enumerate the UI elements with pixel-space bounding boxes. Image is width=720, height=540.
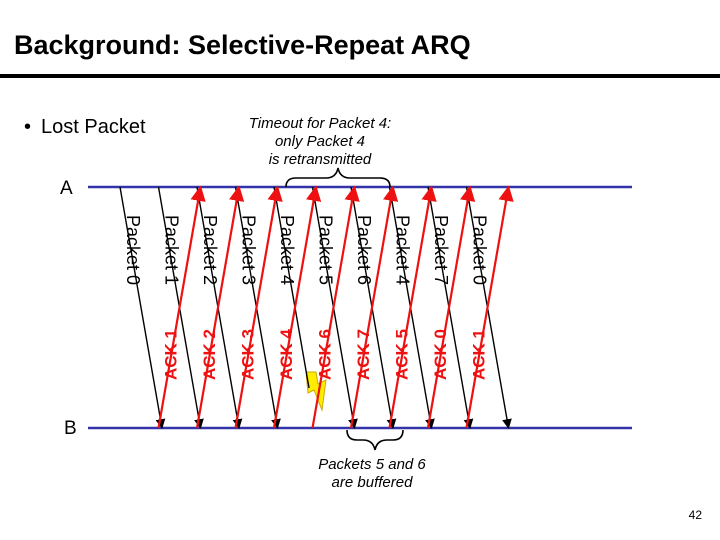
packet-label: Packet 3 bbox=[239, 215, 259, 285]
ack-label: ACK 4 bbox=[277, 328, 296, 380]
bullet-text: Lost Packet bbox=[41, 116, 146, 138]
ack-label: ACK 2 bbox=[200, 329, 219, 380]
ack-arrow bbox=[465, 185, 514, 429]
slide-title: Background: Selective-Repeat ARQ bbox=[14, 30, 471, 60]
packet-label: Packet 4 bbox=[393, 215, 413, 285]
buffered-note: Packets 5 and 6 are buffered bbox=[272, 456, 472, 492]
packet-label: Packet 1 bbox=[162, 215, 182, 285]
bullet-marker: • bbox=[24, 116, 32, 138]
packet-arrow bbox=[119, 186, 166, 429]
timeout-note-line-2: only Packet 4 bbox=[274, 133, 366, 150]
ack-arrow bbox=[157, 185, 206, 429]
packet-label: Packet 0 bbox=[470, 215, 490, 285]
ack-arrow bbox=[349, 185, 399, 429]
page-number: 42 bbox=[688, 508, 702, 522]
title-divider bbox=[0, 74, 720, 78]
ack-arrow bbox=[311, 185, 360, 429]
ack-label: ACK 1 bbox=[470, 329, 489, 380]
ack-arrow bbox=[195, 185, 245, 429]
packet-label: Packet 6 bbox=[354, 215, 374, 285]
ack-label: ACK 1 bbox=[162, 329, 181, 380]
timeout-note-line-1: Timeout for Packet 4: bbox=[248, 115, 392, 132]
packet-label: Packet 2 bbox=[200, 215, 220, 285]
packet-label: Packet 0 bbox=[123, 215, 143, 285]
ack-label: ACK 7 bbox=[354, 329, 373, 380]
buffered-note-line-2: are buffered bbox=[331, 474, 413, 491]
ack-label: ACK 3 bbox=[239, 329, 258, 380]
lightning-bolt-icon bbox=[305, 371, 327, 412]
ack-arrow bbox=[272, 185, 322, 429]
bullet-item: • Lost Packet bbox=[24, 116, 146, 139]
packet-arrow bbox=[273, 186, 310, 389]
ack-label: ACK 0 bbox=[431, 329, 450, 380]
packet-label: Packet 5 bbox=[316, 215, 336, 285]
ack-arrow bbox=[426, 185, 476, 429]
sender-label: A bbox=[60, 178, 73, 199]
ack-label: ACK 5 bbox=[393, 329, 412, 380]
packet-label: Packet 4 bbox=[277, 215, 297, 285]
packet-label: Packet 7 bbox=[431, 215, 451, 285]
timeout-note-line-3: is retransmitted bbox=[268, 151, 372, 168]
receiver-label: B bbox=[64, 418, 77, 439]
ack-arrow bbox=[388, 185, 437, 429]
buffered-brace bbox=[346, 429, 404, 451]
timeout-note: Timeout for Packet 4: only Packet 4 is r… bbox=[220, 115, 420, 169]
buffered-note-line-1: Packets 5 and 6 bbox=[318, 456, 426, 473]
ack-arrow bbox=[234, 185, 283, 429]
ack-label: ACK 6 bbox=[316, 329, 335, 380]
timeout-brace bbox=[285, 167, 391, 188]
